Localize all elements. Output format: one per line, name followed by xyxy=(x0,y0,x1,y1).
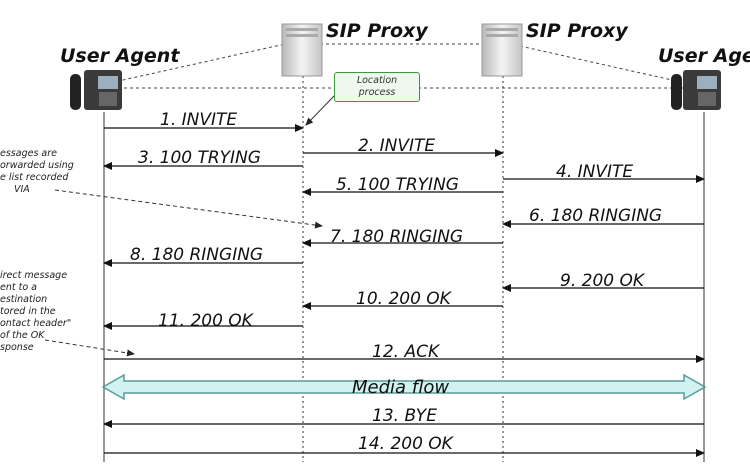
message-label: 8. 180 RINGING xyxy=(130,245,264,265)
message-label: 12. ACK xyxy=(372,342,440,362)
server-icon xyxy=(281,23,323,77)
message-label: 7. 180 RINGING xyxy=(330,227,464,247)
message-label: 10. 200 OK xyxy=(356,289,451,309)
phone-icon xyxy=(671,70,721,110)
message-label: 13. BYE xyxy=(372,406,437,426)
message-label: 11. 200 OK xyxy=(158,311,253,331)
message-label: 5. 100 TRYING xyxy=(336,175,459,195)
annotation-pointers xyxy=(44,95,335,357)
actor-label: SIP Proxy xyxy=(326,20,428,42)
location-process-box: Location process xyxy=(334,72,420,102)
note-line: VIA xyxy=(14,184,30,195)
lifelines xyxy=(103,76,705,462)
note-line: orwarded using xyxy=(0,160,74,171)
server-icon xyxy=(481,23,523,77)
message-label: 6. 180 RINGING xyxy=(529,206,663,226)
note-line: ent to a xyxy=(0,282,37,293)
message-label: 9. 200 OK xyxy=(560,271,645,291)
message-label: 1. INVITE xyxy=(160,110,238,130)
note-line: ontact header" xyxy=(0,318,72,329)
message-label: 4. INVITE xyxy=(556,162,634,182)
actor-label: User Agent xyxy=(60,45,180,67)
contact-note: irect message ent to a estination tored … xyxy=(0,270,90,354)
note-line: of the OK xyxy=(0,330,45,341)
actor-label: SIP Proxy xyxy=(526,20,628,42)
message-label: 2. INVITE xyxy=(358,136,436,156)
message-label: 3. 100 TRYING xyxy=(138,148,261,168)
note-line: essages are xyxy=(0,148,57,159)
actor-label: User Agen xyxy=(658,45,750,67)
location-box-line: Location xyxy=(356,75,398,86)
location-box-line: process xyxy=(358,87,396,98)
message-label: 14. 200 OK xyxy=(358,434,453,454)
via-note: essages are orwarded using e list record… xyxy=(0,148,90,196)
message-arrows xyxy=(103,124,705,457)
note-line: estination xyxy=(0,294,48,305)
note-line: e list recorded xyxy=(0,172,69,183)
note-line: sponse xyxy=(0,342,34,353)
media-flow-label: Media flow xyxy=(352,377,450,398)
phone-icon xyxy=(70,70,122,110)
note-line: irect message xyxy=(0,270,68,281)
note-line: tored in the xyxy=(0,306,56,317)
media-flow-arrow xyxy=(101,373,707,401)
